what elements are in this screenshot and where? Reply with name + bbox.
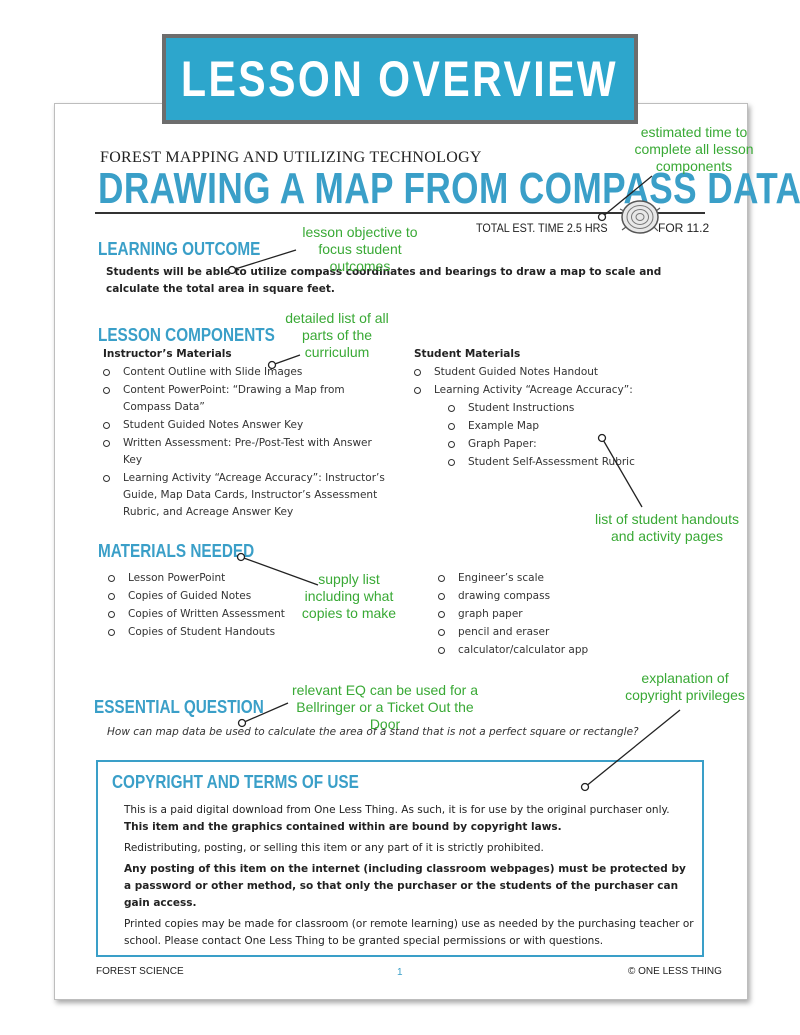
bullet-icon: [438, 629, 445, 636]
bullet-icon: [103, 422, 110, 429]
list-item: Written Assessment: Pre-/Post-Test with …: [103, 435, 393, 469]
bullet-icon: [438, 647, 445, 654]
list-item: drawing compass: [438, 588, 658, 605]
bullet-icon: [448, 459, 455, 466]
copyright-paragraph: Any posting of this item on the internet…: [124, 863, 686, 909]
annotation-copyright: explanation of copyright privileges: [625, 670, 745, 703]
instructor-materials: Instructor’s Materials Content Outline w…: [103, 348, 393, 522]
list-item: Learning Activity “Acreage Accuracy”:: [414, 382, 704, 399]
bullet-icon: [448, 441, 455, 448]
instructor-materials-heading: Instructor’s Materials: [103, 348, 232, 360]
list-item: Engineer’s scale: [438, 570, 658, 587]
title-divider: [95, 212, 705, 214]
list-item: Copies of Guided Notes: [108, 588, 308, 605]
materials-right-list: Engineer’s scale drawing compass graph p…: [438, 570, 658, 660]
bullet-icon: [103, 369, 110, 376]
bullet-icon: [438, 575, 445, 582]
materials-needed-heading: MATERIALS NEEDED: [98, 541, 255, 561]
bullet-icon: [448, 423, 455, 430]
lesson-components-heading: LESSON COMPONENTS: [98, 325, 275, 345]
annotation-objective: lesson objective to focus student outcom…: [302, 224, 418, 274]
bullet-icon: [103, 440, 110, 447]
list-item: Student Self-Assessment Rubric: [448, 454, 704, 471]
annotation-supply: supply list including what copies to mak…: [301, 571, 397, 621]
estimated-time: TOTAL EST. TIME 2.5 HRS: [476, 221, 608, 235]
list-item: Content Outline with Slide Images: [103, 364, 393, 381]
copyright-body: This is a paid digital download from One…: [124, 802, 694, 954]
bullet-icon: [103, 387, 110, 394]
copyright-heading: COPYRIGHT AND TERMS OF USE: [112, 772, 359, 792]
list-item: Student Instructions: [448, 400, 704, 417]
bullet-icon: [414, 369, 421, 376]
list-item: calculator/calculator app: [438, 642, 658, 659]
copyright-paragraph: Printed copies may be made for classroom…: [124, 918, 694, 947]
list-item: Learning Activity “Acreage Accuracy”: In…: [103, 470, 393, 521]
materials-left-list: Lesson PowerPoint Copies of Guided Notes…: [108, 570, 308, 642]
footer-right: © ONE LESS THING: [628, 966, 722, 977]
bullet-icon: [414, 387, 421, 394]
bullet-icon: [103, 475, 110, 482]
lesson-title: DRAWING A MAP FROM COMPASS DATA: [98, 164, 800, 213]
course-code: FOR 11.2: [658, 221, 710, 235]
list-item: Lesson PowerPoint: [108, 570, 308, 587]
tree-rings-icon: [619, 200, 661, 234]
student-materials-heading: Student Materials: [414, 348, 521, 360]
list-item: Example Map: [448, 418, 704, 435]
annotation-handouts: list of student handouts and activity pa…: [595, 511, 739, 544]
banner-title: LESSON OVERVIEW: [181, 51, 619, 107]
essential-question-text: How can map data be used to calculate th…: [107, 726, 639, 738]
list-item: Student Guided Notes Answer Key: [103, 417, 393, 434]
bullet-icon: [448, 405, 455, 412]
bullet-icon: [108, 629, 115, 636]
student-materials: Student Materials Student Guided Notes H…: [414, 348, 704, 472]
student-sublist: Student Instructions Example Map Graph P…: [414, 400, 704, 471]
lesson-subtitle: FOREST MAPPING AND UTILIZING TECHNOLOGY: [100, 149, 482, 166]
list-item: Content PowerPoint: “Drawing a Map from …: [103, 382, 393, 416]
learning-outcome-heading: LEARNING OUTCOME: [98, 239, 261, 259]
annotation-time: estimated time to complete all lesson co…: [634, 124, 754, 174]
lesson-overview-banner: LESSON OVERVIEW: [162, 34, 638, 124]
bullet-icon: [108, 593, 115, 600]
copyright-paragraph: This is a paid digital download from One…: [124, 804, 670, 816]
bullet-icon: [438, 593, 445, 600]
annotation-eq: relevant EQ can be used for a Bellringer…: [292, 682, 478, 732]
copyright-paragraph: Redistributing, posting, or selling this…: [124, 842, 544, 854]
page-number: 1: [397, 967, 403, 978]
copyright-paragraph: This item and the graphics contained wit…: [124, 821, 562, 833]
list-item: Student Guided Notes Handout: [414, 364, 704, 381]
bullet-icon: [438, 611, 445, 618]
copyright-box: COPYRIGHT AND TERMS OF USE This is a pai…: [96, 760, 704, 957]
annotation-curriculum: detailed list of all parts of the curric…: [285, 310, 389, 360]
list-item: Copies of Student Handouts: [108, 624, 308, 641]
list-item: graph paper: [438, 606, 658, 623]
bullet-icon: [108, 611, 115, 618]
footer-left: FOREST SCIENCE: [96, 966, 184, 977]
list-item: Graph Paper:: [448, 436, 704, 453]
list-item: Copies of Written Assessment: [108, 606, 308, 623]
bullet-icon: [108, 575, 115, 582]
list-item: pencil and eraser: [438, 624, 658, 641]
essential-question-heading: ESSENTIAL QUESTION: [94, 697, 264, 717]
